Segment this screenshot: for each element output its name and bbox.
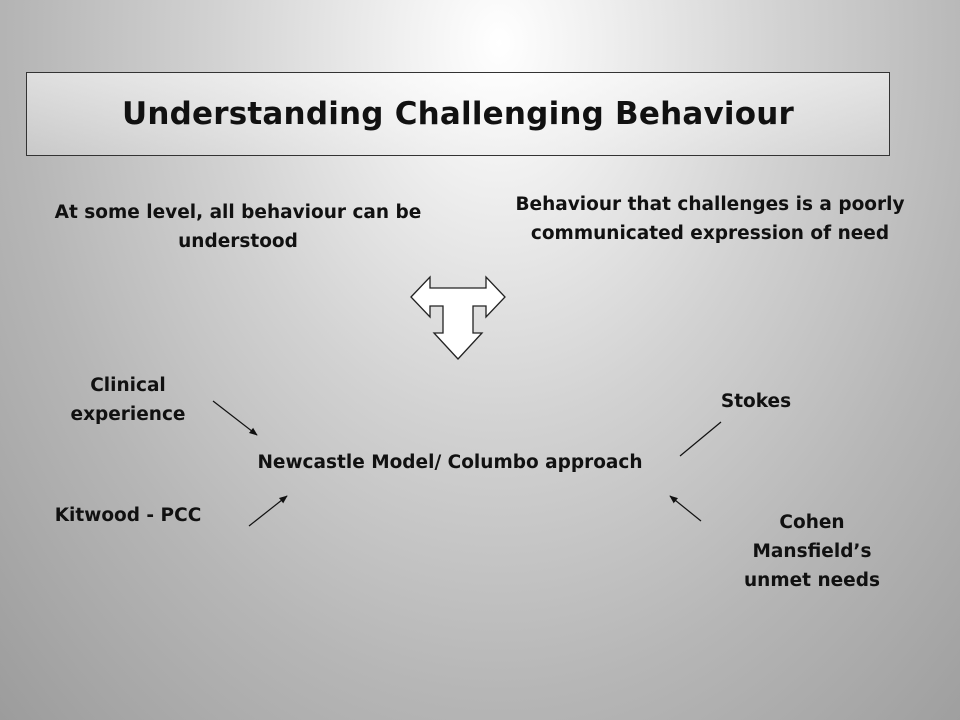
influence-cohen-mansfield: Cohen Mansfield’s unmet needs	[744, 512, 880, 591]
statement-left: At some level, all behaviour can be unde…	[54, 202, 422, 252]
arrow-icon	[212, 400, 258, 436]
three-way-arrow-icon	[410, 275, 506, 360]
title-box: Understanding Challenging Behaviour	[26, 72, 890, 156]
statement-right: Behaviour that challenges is a poorly co…	[515, 194, 905, 244]
influence-stokes: Stokes	[720, 391, 792, 412]
arrow-icon	[679, 421, 722, 457]
influence-kitwood: Kitwood - PCC	[54, 505, 202, 526]
arrow-icon	[669, 495, 702, 522]
center-label: Newcastle Model/ Columbo approach	[257, 452, 643, 473]
influence-clinical-experience: Clinical experience	[70, 375, 186, 425]
arrow-icon	[248, 495, 288, 527]
slide-title: Understanding Challenging Behaviour	[122, 96, 794, 132]
